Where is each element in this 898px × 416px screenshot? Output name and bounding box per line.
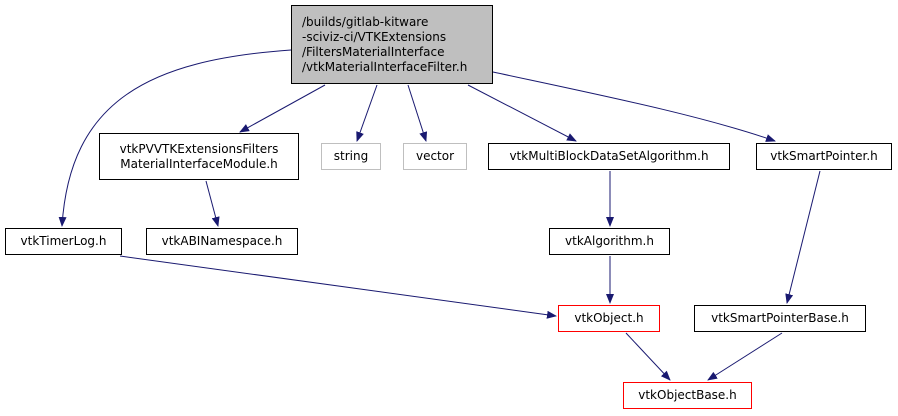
algorithm-label: vtkAlgorithm.h	[565, 234, 654, 248]
node-vtkAlgorithm-h[interactable]: vtkAlgorithm.h	[549, 228, 670, 255]
node-vector[interactable]: vector	[403, 143, 467, 170]
timerlog-label: vtkTimerLog.h	[20, 234, 107, 248]
root-line-2: -sciviz-ci/VTKExtensions	[302, 29, 447, 44]
smartptr-label: vtkSmartPointer.h	[770, 149, 878, 163]
edge-root-to-string	[356, 84, 378, 142]
smartptrbase-label: vtkSmartPointerBase.h	[711, 311, 849, 325]
vector-label: vector	[415, 149, 455, 163]
mbds-label: vtkMultiBlockDataSetAlgorithm.h	[509, 149, 709, 163]
edge-smartptr-to-smartptrbase	[785, 170, 821, 304]
root-line-3: /FiltersMaterialInterface	[302, 44, 445, 59]
edge-root-to-mbds	[467, 84, 577, 142]
node-vtkSmartPointerBase-h[interactable]: vtkSmartPointerBase.h	[694, 305, 866, 332]
edge-smartptrbase-to-objectbase	[707, 332, 783, 381]
edge-root-to-smartptr	[492, 71, 776, 142]
module-line-1: vtkPVVTKExtensionsFilters	[119, 141, 279, 156]
module-line-2: MaterialInterfaceModule.h	[120, 156, 278, 171]
node-vtkTimerLog-h[interactable]: vtkTimerLog.h	[5, 228, 122, 255]
abi-label: vtkABINamespace.h	[161, 234, 283, 248]
node-vtkABINamespace-h[interactable]: vtkABINamespace.h	[146, 228, 298, 255]
node-vtkObject-h[interactable]: vtkObject.h	[558, 305, 660, 332]
string-label: string	[333, 149, 369, 163]
edge-root-to-module	[239, 84, 326, 133]
edge-timerlog-to-object	[119, 255, 557, 319]
node-vtkMaterialInterfaceFilter-h[interactable]: /builds/gitlab-kitware -sciviz-ci/VTKExt…	[291, 5, 493, 84]
node-vtkObjectBase-h[interactable]: vtkObjectBase.h	[623, 382, 752, 409]
edge-object-to-objectbase	[625, 332, 671, 381]
object-label: vtkObject.h	[574, 311, 644, 325]
node-string[interactable]: string	[321, 143, 381, 170]
edge-root-to-timerlog	[58, 49, 292, 227]
node-vtkPVVTKExtensionsFiltersMaterialInterfaceModule-h[interactable]: vtkPVVTKExtensionsFilters MaterialInterf…	[99, 133, 299, 180]
objectbase-label: vtkObjectBase.h	[638, 388, 737, 402]
node-vtkSmartPointer-h[interactable]: vtkSmartPointer.h	[756, 143, 892, 170]
node-vtkMultiBlockDataSetAlgorithm-h[interactable]: vtkMultiBlockDataSetAlgorithm.h	[488, 143, 730, 170]
root-line-1: /builds/gitlab-kitware	[302, 14, 429, 29]
root-line-4: /vtkMaterialInterfaceFilter.h	[302, 59, 468, 74]
edge-root-to-vector	[407, 84, 428, 142]
edge-module-to-abi	[205, 180, 220, 227]
